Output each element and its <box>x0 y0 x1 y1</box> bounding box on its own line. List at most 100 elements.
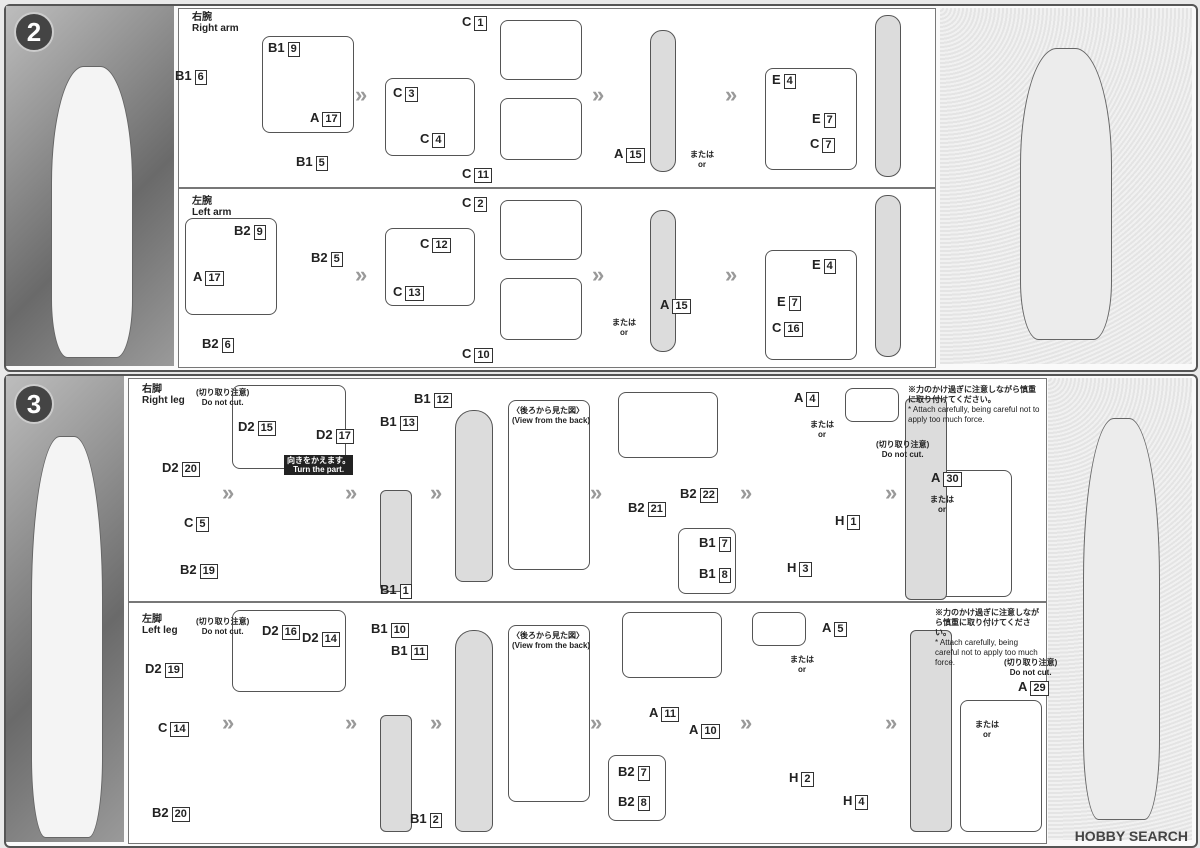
callout-box <box>845 388 899 422</box>
callout-box <box>618 392 718 458</box>
callout-box <box>500 278 582 340</box>
next-arrow: » <box>430 710 443 735</box>
leg-part <box>910 630 952 832</box>
do-not-cut-note: (切り取り注意)Do not cut. <box>196 617 250 636</box>
arm-part <box>650 30 676 172</box>
character-figure <box>1083 418 1160 820</box>
next-arrow: » <box>592 82 605 107</box>
next-arrow: » <box>345 710 358 735</box>
callout-box <box>385 228 475 306</box>
arm-part <box>650 210 676 352</box>
next-arrow: » <box>885 710 898 735</box>
step-3-reference-image <box>6 376 124 842</box>
callout-box <box>960 700 1042 832</box>
next-arrow: » <box>725 82 738 107</box>
next-arrow: » <box>222 710 235 735</box>
callout-box <box>752 612 806 646</box>
callout-box <box>765 68 857 170</box>
callout-box <box>500 20 582 80</box>
next-arrow: » <box>355 262 368 287</box>
back-view-box <box>508 625 590 802</box>
character-figure <box>31 436 103 838</box>
next-arrow: » <box>740 710 753 735</box>
leg-part <box>380 490 412 592</box>
next-arrow: » <box>345 480 358 505</box>
back-view-box <box>508 400 590 570</box>
careful-note: ※力のかけ過ぎに注意しながら慎重に取り付けてください。* Attach care… <box>935 608 1039 667</box>
callout-box <box>232 610 346 692</box>
step-number-badge: 3 <box>14 384 54 424</box>
next-arrow: » <box>885 480 898 505</box>
next-arrow: » <box>355 82 368 107</box>
step-2-result-figure <box>940 8 1192 364</box>
arm-part <box>875 15 901 177</box>
callout-box <box>622 612 722 678</box>
next-arrow: » <box>590 710 603 735</box>
next-arrow: » <box>592 262 605 287</box>
character-figure <box>1020 48 1112 340</box>
turn-part-tag: 向きをかえます。Turn the part. <box>284 455 354 475</box>
character-figure <box>51 66 133 358</box>
leg-part <box>380 715 412 832</box>
step-2-reference-image <box>6 6 174 366</box>
callout-box <box>765 250 857 360</box>
callout-box <box>500 98 582 160</box>
step-number-badge: 2 <box>14 12 54 52</box>
